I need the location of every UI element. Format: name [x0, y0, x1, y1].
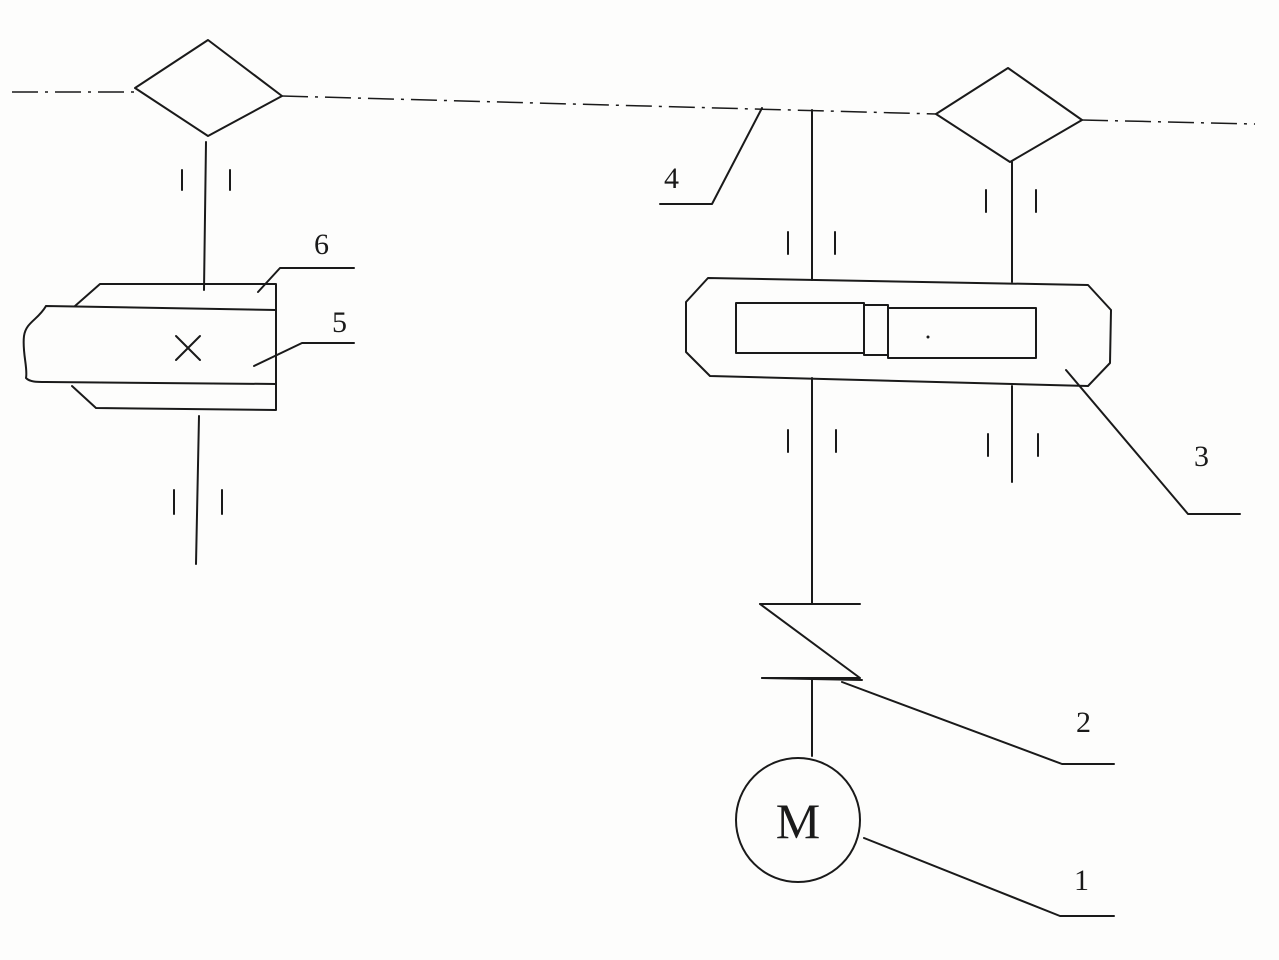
gear-left: [735, 302, 865, 354]
left-upper-bearing: [181, 169, 231, 191]
left-lower-bearing: [173, 489, 223, 515]
leader-1: [863, 837, 1115, 917]
main-upper-bearing: [787, 231, 836, 255]
label-1: 1: [1074, 864, 1089, 897]
label-3: 3: [1194, 440, 1209, 473]
left-lower-shaft: [195, 415, 200, 565]
leader-4: [659, 107, 763, 205]
left-sprocket: [134, 39, 283, 137]
coupling: [759, 603, 863, 681]
worm-wheel-body: [71, 283, 277, 411]
motor-symbol: M: [776, 793, 820, 849]
worm-body: [22, 305, 277, 385]
leader-5: [253, 342, 355, 367]
cross-mark: [175, 335, 201, 361]
gearbox-housing: [685, 277, 1112, 387]
label-4: 4: [664, 162, 679, 195]
left-upper-shaft: [203, 141, 207, 291]
second-lower-bearing: [987, 433, 1039, 457]
gear-right: [887, 307, 1037, 359]
label-5: 5: [332, 306, 347, 339]
label-2: 2: [1076, 706, 1091, 739]
motor-circle: [735, 757, 861, 883]
leader-3: [1065, 369, 1241, 515]
chain-line: [12, 91, 1256, 125]
gear-dot: [926, 335, 930, 339]
second-upper-bearing: [985, 189, 1037, 213]
gear-center: [863, 304, 889, 356]
leader-6: [257, 267, 355, 293]
right-sprocket: [935, 67, 1083, 163]
main-lower-bearing: [787, 429, 837, 453]
leader-2: [841, 681, 1115, 765]
label-6: 6: [314, 228, 329, 261]
